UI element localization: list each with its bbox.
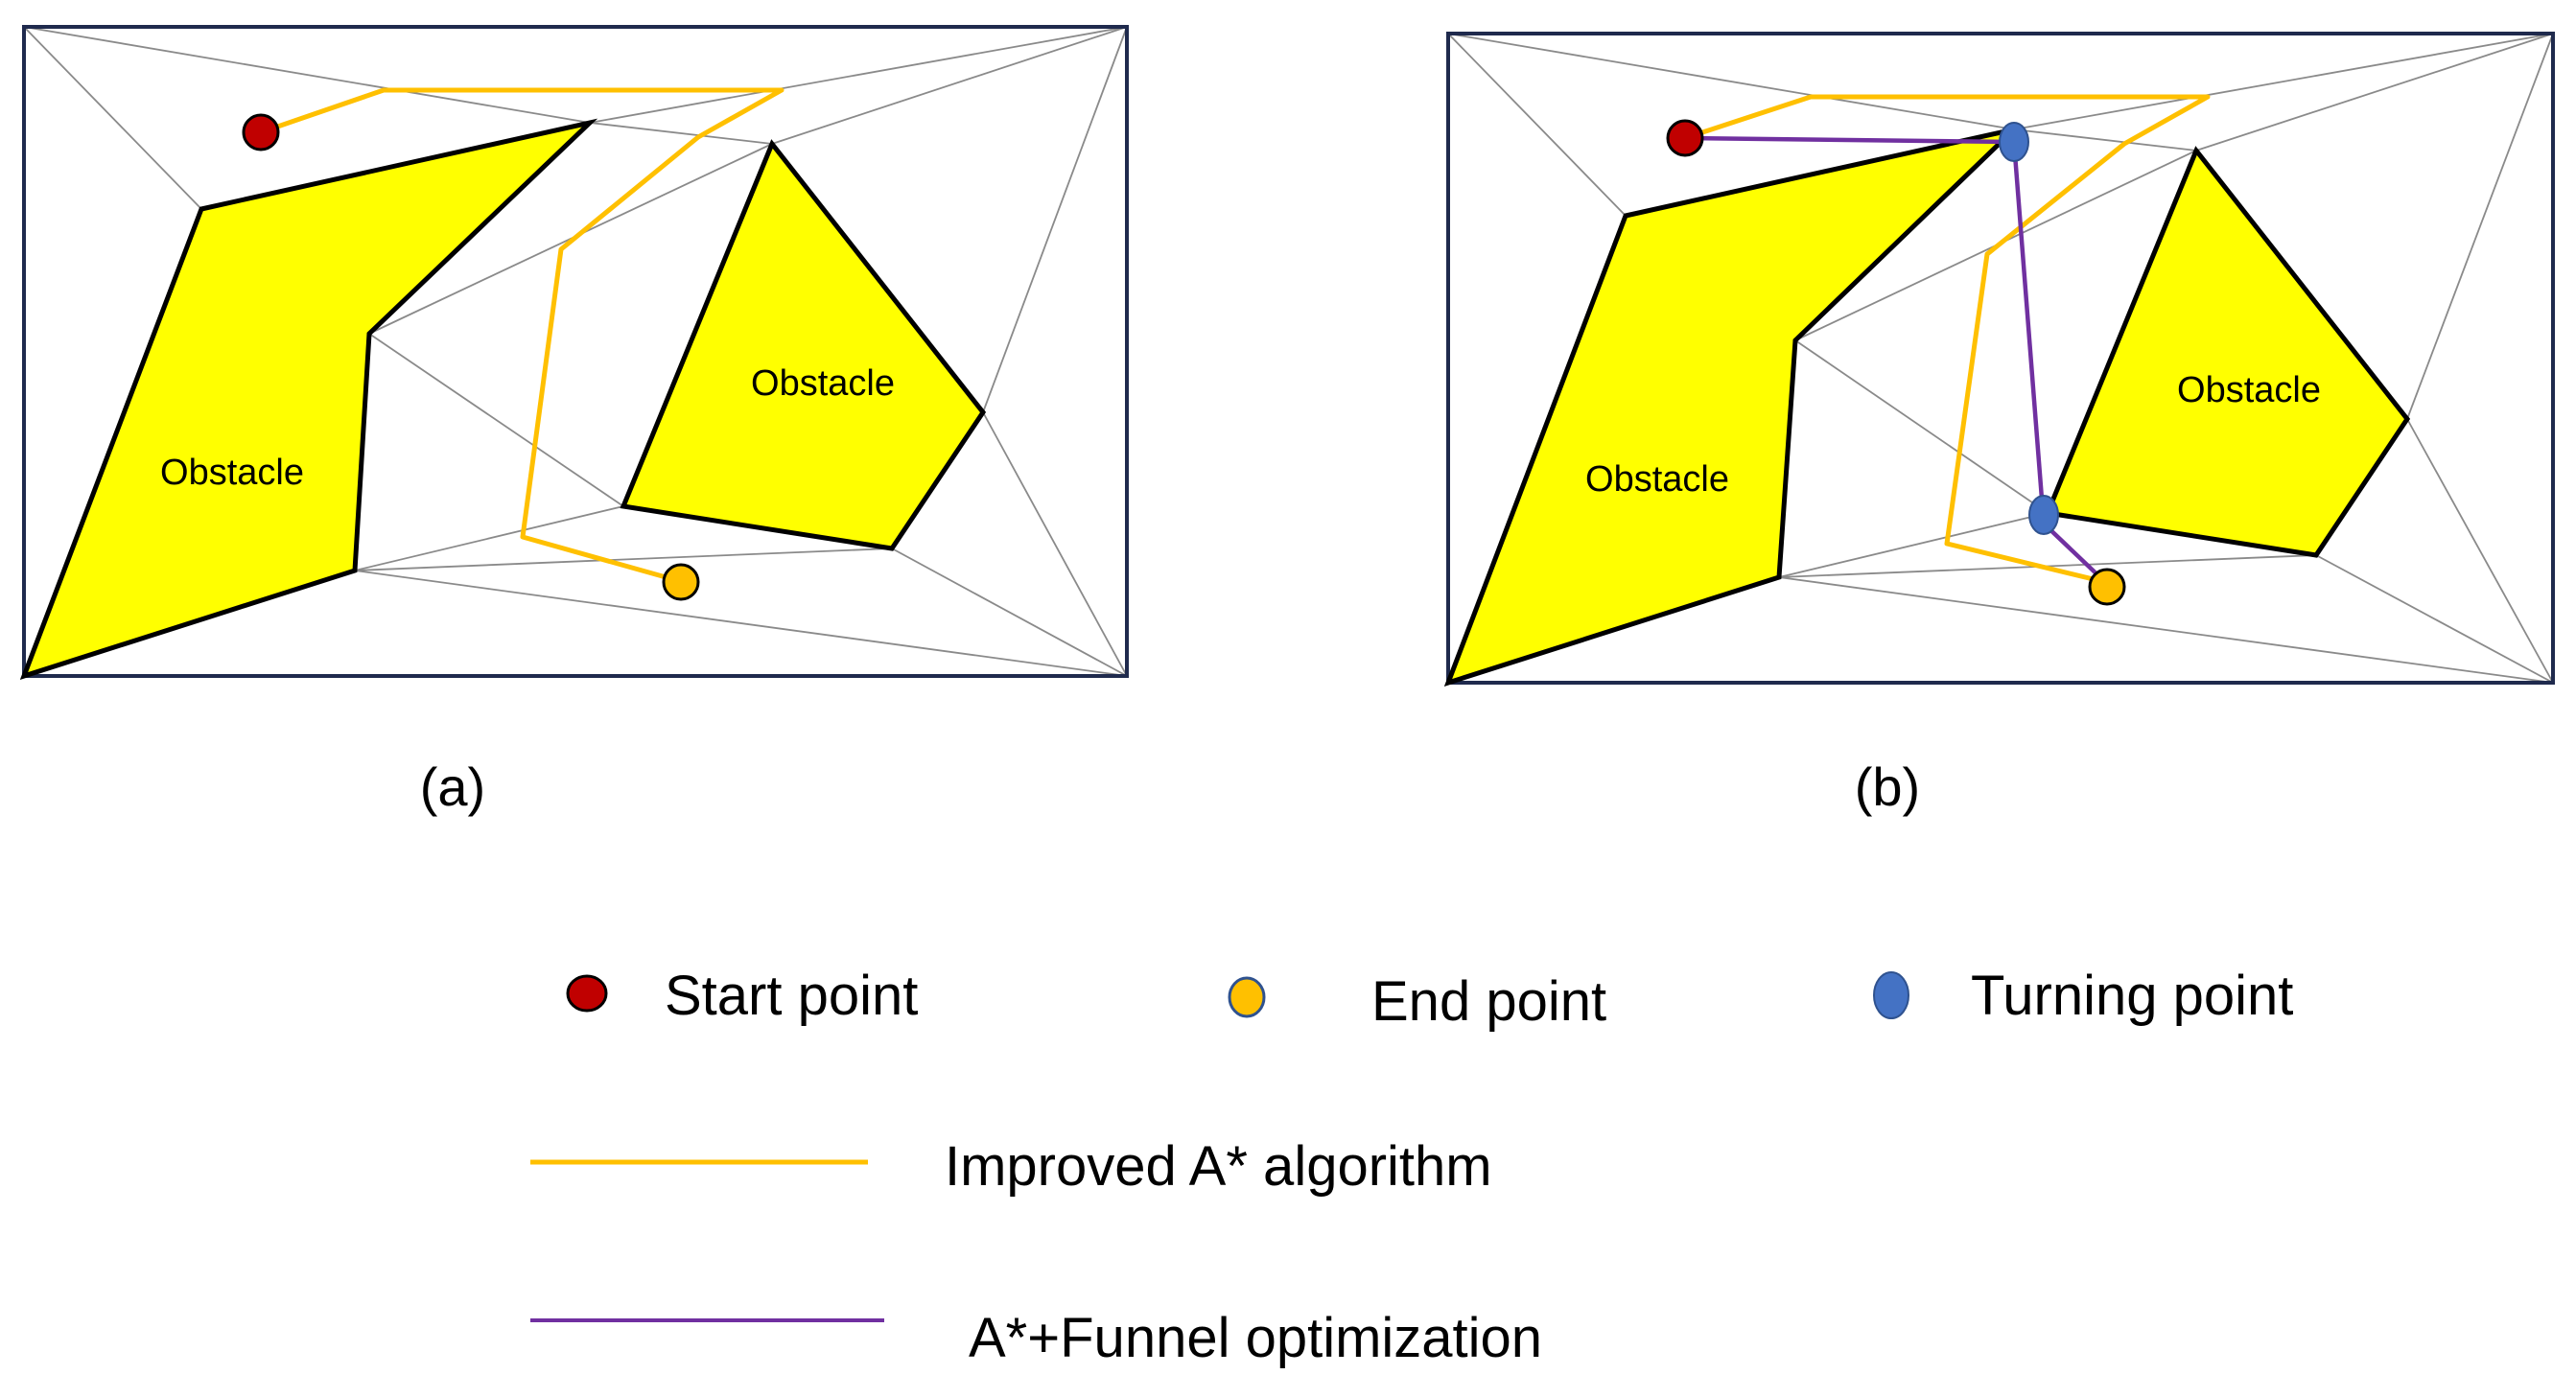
legend-item-improved-astar: Improved A* algorithm xyxy=(530,1135,1492,1198)
obstacle-right-label: Obstacle xyxy=(2177,370,2321,410)
legend-end-label: End point xyxy=(1371,970,1606,1033)
blue-ellipse-icon xyxy=(1873,971,1909,1019)
legend-start-label: Start point xyxy=(665,965,918,1027)
panel-b-caption: (b) xyxy=(1855,757,1920,817)
obstacle-right-label: Obstacle xyxy=(751,363,895,404)
obstacle-left-label: Obstacle xyxy=(1585,459,1729,500)
legend-item-start-point: Start point xyxy=(566,965,918,1027)
navmesh-triangulation xyxy=(23,26,1128,677)
panel-b: Obstacle Obstacle (b) xyxy=(1443,32,2555,817)
start-point xyxy=(242,113,280,151)
map-frame xyxy=(1446,32,2555,685)
turning-point xyxy=(2028,495,2059,535)
legend-turning-label: Turning point xyxy=(1971,965,2293,1027)
legend-item-funnel: A*+Funnel optimization xyxy=(530,1307,1542,1369)
legend-funnel-label: A*+Funnel optimization xyxy=(969,1307,1542,1369)
end-point xyxy=(2088,568,2126,606)
panel-a-caption: (a) xyxy=(420,757,485,817)
improved-astar-path xyxy=(260,87,785,583)
turning-point xyxy=(1999,122,2029,162)
funnel-optimized-path xyxy=(1684,135,2107,584)
start-point xyxy=(1666,119,1704,157)
obstacle-left xyxy=(1443,125,2023,687)
map-frame xyxy=(22,25,1129,678)
legend-item-turning-point: Turning point xyxy=(1873,965,2293,1027)
obstacle-right xyxy=(2044,146,2411,558)
red-circle-icon xyxy=(566,974,608,1013)
obstacle-left-label: Obstacle xyxy=(160,453,304,493)
panel-a: Obstacle Obstacle (a) xyxy=(19,25,1129,817)
orange-circle-icon xyxy=(1228,976,1266,1018)
legend: Start point End point Turning point Impr… xyxy=(530,965,2293,1369)
legend-improved-astar-label: Improved A* algorithm xyxy=(945,1135,1492,1198)
obstacle-left xyxy=(19,118,598,680)
legend-item-end-point: End point xyxy=(1228,970,1606,1033)
obstacle-right xyxy=(620,139,987,551)
end-point xyxy=(662,563,700,601)
improved-astar-path xyxy=(1684,94,2211,585)
